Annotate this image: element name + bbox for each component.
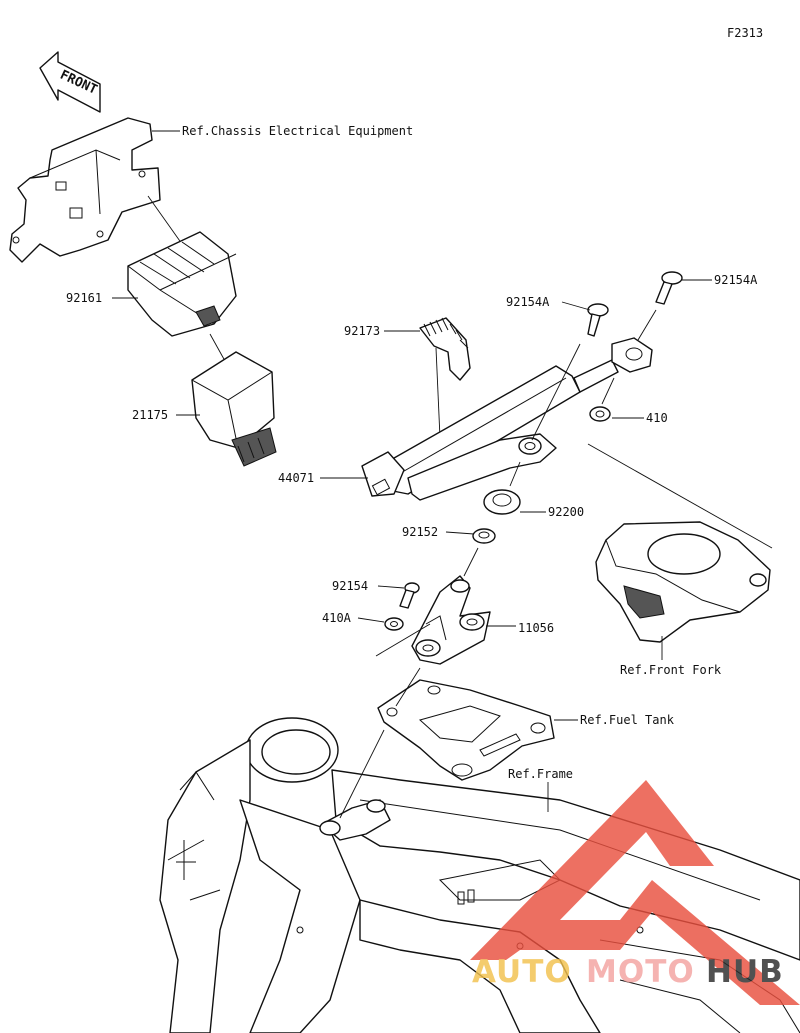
part-92154-bolt	[399, 582, 420, 609]
part-44071	[361, 337, 653, 501]
watermark-auto: AUTO	[472, 954, 572, 990]
part-410A-label: 410A	[322, 611, 352, 625]
part-92161-label: 92161	[66, 291, 102, 305]
part-92154A-label-1: 92154A	[506, 295, 550, 309]
watermark-hub: HUB	[706, 954, 784, 990]
chassis-bracket	[9, 117, 161, 263]
watermark-logo-icon	[470, 780, 800, 1005]
part-44071-label: 44071	[278, 471, 314, 485]
fuel-tank-bracket	[377, 679, 555, 781]
part-92173	[419, 317, 471, 381]
part-92161	[127, 231, 237, 337]
ref-chassis-label: Ref.Chassis Electrical Equipment	[182, 124, 413, 138]
part-410-label: 410	[646, 411, 668, 425]
figure-code: F2313	[727, 26, 763, 40]
part-92152	[472, 528, 496, 544]
watermark: AUTO MOTO HUB	[470, 780, 800, 1005]
part-92154A-label-2: 92154A	[714, 273, 758, 287]
watermark-moto: MOTO	[586, 954, 695, 990]
part-92173-label: 92173	[344, 324, 380, 338]
part-11056-label: 11056	[518, 621, 554, 635]
part-92154-label: 92154	[332, 579, 368, 593]
ref-front-fork-label: Ref.Front Fork	[620, 663, 722, 677]
part-21175	[191, 351, 277, 467]
part-410	[589, 406, 611, 422]
part-92154A-bolt-2	[655, 271, 683, 305]
front-fork-bracket	[595, 521, 771, 643]
part-92154A-bolt-1	[587, 303, 609, 337]
part-410A	[384, 617, 404, 631]
ref-fuel-tank-label: Ref.Fuel Tank	[580, 713, 675, 727]
part-92152-label: 92152	[402, 525, 438, 539]
part-92200	[483, 489, 521, 515]
ref-frame-label: Ref.Frame	[508, 767, 573, 781]
part-11056	[411, 575, 491, 665]
part-92200-label: 92200	[548, 505, 584, 519]
part-21175-label: 21175	[132, 408, 168, 422]
front-arrow-icon: FRONT	[39, 51, 101, 113]
